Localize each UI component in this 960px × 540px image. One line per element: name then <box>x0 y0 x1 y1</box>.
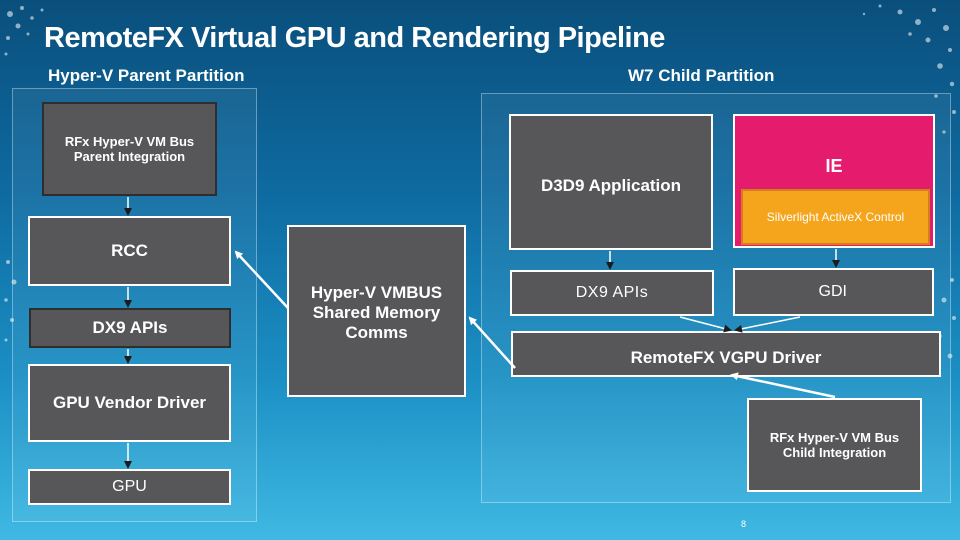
arrow-child-integration-to-vgpu-driver <box>730 372 836 399</box>
gpu-vendor-driver-box: GPU Vendor Driver <box>28 364 231 442</box>
rcc-box: RCC <box>28 216 231 286</box>
child-dx9-apis-label: DX9 APIs <box>575 284 649 301</box>
gdi-label: GDI <box>818 283 847 300</box>
child-vmbus-integration-label: RFx Hyper-V VM Bus Child Integration <box>769 430 900 460</box>
arrow-gdi-to-vgpu-driver <box>734 316 801 333</box>
parent-dx9-apis-box: DX9 APIs <box>29 308 231 348</box>
page-number: 8 <box>741 519 747 529</box>
hyperv-vmbus-box: Hyper-V VMBUS Shared Memory Comms <box>287 225 466 397</box>
gdi-box: GDI <box>733 268 934 316</box>
rcc-label: RCC <box>111 241 148 260</box>
parent-vmbus-integration-box: RFx Hyper-V VM Bus Parent Integration <box>42 102 217 196</box>
gpu-box: GPU <box>28 469 231 505</box>
arrow-vgpu-driver-to-vmbus <box>468 316 516 369</box>
d3d9-application-label: D3D9 Application <box>540 176 682 195</box>
d3d9-application-box: D3D9 Application <box>509 114 713 250</box>
silverlight-activex-box: Silverlight ActiveX Control <box>741 189 930 245</box>
arrow-dx9-to-vgpu-driver <box>679 316 732 333</box>
slide-title: RemoteFX Virtual GPU and Rendering Pipel… <box>44 22 665 54</box>
gpu-vendor-driver-label: GPU Vendor Driver <box>52 393 207 412</box>
remotefx-vgpu-driver-box: RemoteFX VGPU Driver <box>511 331 941 377</box>
remotefx-vgpu-driver-label: RemoteFX VGPU Driver <box>630 348 822 367</box>
parent-partition-heading: Hyper-V Parent Partition <box>48 66 245 85</box>
parent-vmbus-integration-label: RFx Hyper-V VM Bus Parent Integration <box>64 134 195 164</box>
ie-label: IE <box>825 156 843 176</box>
gpu-label: GPU <box>112 478 147 495</box>
child-vmbus-integration-box: RFx Hyper-V VM Bus Child Integration <box>747 398 922 492</box>
hyperv-vmbus-label: Hyper-V VMBUS Shared Memory Comms <box>310 283 443 342</box>
arrow-vmbus-to-rcc <box>234 250 289 309</box>
child-partition-heading: W7 Child Partition <box>628 66 775 85</box>
silverlight-activex-label: Silverlight ActiveX Control <box>766 210 905 224</box>
parent-dx9-apis-label: DX9 APIs <box>92 318 168 337</box>
child-dx9-apis-box: DX9 APIs <box>510 270 714 316</box>
